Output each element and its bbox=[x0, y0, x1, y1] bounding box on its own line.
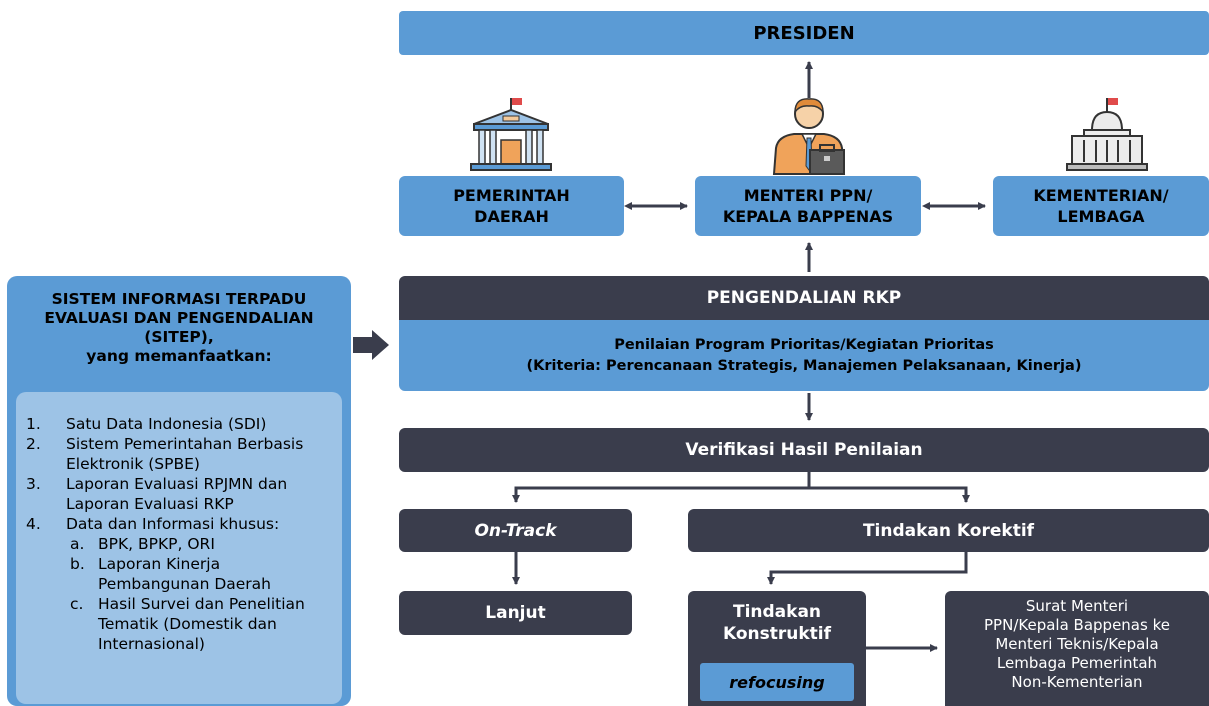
list-item-num: 1. bbox=[26, 415, 41, 433]
sub-list-item-text: Laporan Kinerja Pembangunan Daerah bbox=[98, 555, 271, 593]
list-item-num: 4. bbox=[26, 515, 41, 533]
list-item: 2. Sistem Pemerintahan Berbasis Elektron… bbox=[26, 434, 332, 474]
list-item-text: Laporan Evaluasi RPJMN dan Laporan Evalu… bbox=[66, 475, 288, 513]
surat-line4: Lembaga Pemerintah bbox=[996, 654, 1158, 672]
surat-line1: Surat Menteri bbox=[1025, 597, 1129, 615]
sub-list-item: a. BPK, BPKP, ORI bbox=[26, 534, 332, 554]
sitep-panel: SISTEM INFORMASI TERPADU EVALUASI DAN PE… bbox=[7, 276, 351, 706]
ontrack-label: On-Track bbox=[474, 520, 557, 541]
pengendalian-header-label: PENGENDALIAN RKP bbox=[706, 288, 902, 308]
surat-box: Surat Menteri PPN/Kepala Bappenas ke Men… bbox=[945, 591, 1209, 706]
menteri-box: MENTERI PPN/ KEPALA BAPPENAS bbox=[695, 176, 921, 236]
list-item: 3. Laporan Evaluasi RPJMN dan Laporan Ev… bbox=[26, 474, 332, 514]
list-item-text: Satu Data Indonesia (SDI) bbox=[66, 415, 267, 433]
penilaian-line1: Penilaian Program Prioritas/Kegiatan Pri… bbox=[614, 336, 994, 353]
surat-line3: Menteri Teknis/Kepala bbox=[995, 635, 1159, 653]
list-item: 1. Satu Data Indonesia (SDI) bbox=[26, 414, 332, 434]
sub-list-item: b. Laporan Kinerja Pembangunan Daerah bbox=[26, 554, 332, 594]
menteri-line1: MENTERI PPN/ bbox=[743, 186, 873, 205]
surat-line5: Non-Kementerian bbox=[1011, 673, 1143, 691]
pengendalian-header: PENGENDALIAN RKP bbox=[399, 276, 1209, 320]
capitol-building-icon bbox=[1066, 98, 1148, 171]
kl-line2: LEMBAGA bbox=[1057, 207, 1145, 226]
konstruktif-line2: Konstruktif bbox=[722, 624, 832, 644]
sitep-list: 1. Satu Data Indonesia (SDI) 2. Sistem P… bbox=[16, 392, 342, 704]
list-item-num: 3. bbox=[26, 475, 41, 493]
konstruktif-box: Tindakan Konstruktif refocusing bbox=[688, 591, 866, 706]
ontrack-box: On-Track bbox=[399, 509, 632, 552]
presiden-label: PRESIDEN bbox=[753, 22, 855, 44]
menteri-line2: KEPALA BAPPENAS bbox=[722, 207, 894, 226]
list-item-text: Data dan Informasi khusus: bbox=[66, 515, 280, 533]
arrow-to-konstruktif bbox=[767, 552, 968, 585]
refocusing-label: refocusing bbox=[729, 672, 825, 692]
surat-line2: PPN/Kepala Bappenas ke bbox=[984, 616, 1170, 634]
verifikasi-box: Verifikasi Hasil Penilaian bbox=[399, 428, 1209, 472]
arrow-sitep-to-rkp bbox=[353, 330, 389, 360]
konstruktif-line1: Tindakan bbox=[732, 602, 822, 622]
sub-list-item-text: BPK, BPKP, ORI bbox=[98, 535, 215, 553]
list-item: 4. Data dan Informasi khusus: bbox=[26, 514, 332, 534]
refocusing-badge: refocusing bbox=[700, 663, 854, 701]
pemda-box: PEMERINTAH DAERAH bbox=[399, 176, 624, 236]
lanjut-box: Lanjut bbox=[399, 591, 632, 635]
arrow-to-ontrack bbox=[512, 472, 811, 503]
kl-box: KEMENTERIAN/ LEMBAGA bbox=[993, 176, 1209, 236]
presiden-box: PRESIDEN bbox=[399, 11, 1209, 55]
sub-list-item-text: Hasil Survei dan Penelitian Tematik (Dom… bbox=[98, 595, 305, 653]
businessman-briefcase-icon bbox=[772, 98, 846, 175]
pemda-line1: PEMERINTAH bbox=[453, 186, 570, 205]
sitep-title-line4: yang memanfaatkan: bbox=[86, 347, 272, 365]
arrow-to-korektif bbox=[809, 486, 970, 503]
korektif-box: Tindakan Korektif bbox=[688, 509, 1209, 552]
list-item-num: 2. bbox=[26, 435, 41, 453]
sitep-title-line2: EVALUASI DAN PENGENDALIAN bbox=[44, 309, 314, 327]
kl-line1: KEMENTERIAN/ bbox=[1033, 186, 1169, 205]
pemda-line2: DAERAH bbox=[474, 207, 549, 226]
penilaian-line2: (Kriteria: Perencanaan Strategis, Manaje… bbox=[526, 357, 1082, 374]
sub-list-item-num: c. bbox=[70, 595, 84, 613]
sitep-title-line3: (SITEP), bbox=[144, 328, 214, 346]
verifikasi-label: Verifikasi Hasil Penilaian bbox=[685, 440, 923, 460]
penilaian-box: Penilaian Program Prioritas/Kegiatan Pri… bbox=[399, 320, 1209, 391]
sitep-title-line1: SISTEM INFORMASI TERPADU bbox=[51, 290, 307, 308]
list-item-text: Sistem Pemerintahan Berbasis Elektronik … bbox=[66, 435, 304, 473]
government-building-icon bbox=[470, 98, 552, 171]
sub-list-item: c. Hasil Survei dan Penelitian Tematik (… bbox=[26, 594, 332, 654]
lanjut-label: Lanjut bbox=[485, 603, 546, 623]
korektif-label: Tindakan Korektif bbox=[862, 520, 1035, 541]
sub-list-item-num: a. bbox=[70, 535, 85, 553]
sitep-title: SISTEM INFORMASI TERPADU EVALUASI DAN PE… bbox=[7, 290, 351, 366]
sub-list-item-num: b. bbox=[70, 555, 85, 573]
